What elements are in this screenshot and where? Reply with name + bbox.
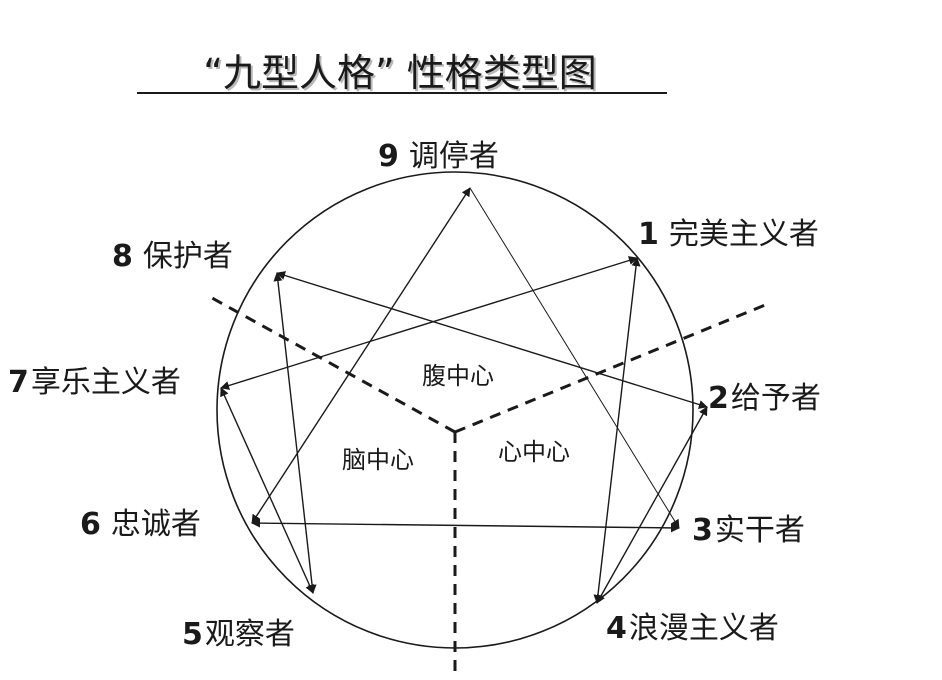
node-5-name: 观察者 — [205, 617, 295, 652]
node-label-2: 2给予者 — [708, 381, 821, 416]
connection-lines — [220, 187, 708, 604]
node-label-4: 4浪漫主义者 — [606, 611, 779, 646]
node-4-number: 4 — [606, 611, 627, 646]
node-label-6: 6 忠诚者 — [80, 507, 201, 542]
node-8-name: 保护者 — [143, 239, 233, 274]
node-2-name: 给予者 — [731, 381, 821, 416]
head-center-label: 脑中心 — [342, 446, 414, 474]
node-8-number: 8 — [112, 239, 133, 274]
title-shadow: “九型人格” 性格类型图 — [205, 53, 598, 97]
divider-head-gut — [211, 296, 456, 434]
node-6-number: 6 — [80, 507, 101, 542]
node-6-name: 忠诚者 — [111, 507, 201, 542]
node-label-5: 5观察者 — [182, 617, 295, 652]
node-9-number: 9 — [378, 139, 399, 174]
node-label-8: 8 保护者 — [112, 239, 233, 274]
svg-text:2给予者: 2给予者 — [708, 381, 821, 416]
svg-text:3实干者: 3实干者 — [692, 513, 805, 548]
node-2-number: 2 — [708, 381, 729, 416]
node-5-number: 5 — [182, 617, 203, 652]
gut-center-label: 腹中心 — [422, 362, 494, 390]
enneagram-circle — [216, 171, 694, 649]
title-text: “九型人格” 性格类型图 — [203, 51, 596, 95]
node-label-7: 7享乐主义者 — [8, 365, 181, 400]
node-label-9: 9 调停者 — [378, 139, 499, 174]
connection-8-5 — [273, 272, 317, 594]
node-1-number: 1 — [638, 217, 659, 252]
node-3-name: 实干者 — [715, 513, 805, 548]
connection-5-7 — [220, 387, 314, 594]
node-1-name: 完美主义者 — [669, 217, 819, 252]
node-label-1: 1 完美主义者 — [638, 217, 819, 252]
node-4-name: 浪漫主义者 — [629, 611, 779, 646]
page-title: “九型人格” 性格类型图 “九型人格” 性格类型图 — [137, 51, 667, 97]
svg-text:7享乐主义者: 7享乐主义者 — [8, 365, 181, 400]
node-label-3: 3实干者 — [692, 513, 805, 548]
svg-text:4浪漫主义者: 4浪漫主义者 — [606, 611, 779, 646]
heart-center-label: 心中心 — [498, 438, 570, 466]
connection-9-6 — [251, 187, 471, 524]
connection-6-3 — [251, 518, 680, 533]
connection-9-3 — [469, 187, 680, 529]
connection-4-2 — [596, 406, 708, 604]
connection-1-4 — [593, 257, 641, 604]
svg-text:5观察者: 5观察者 — [182, 617, 295, 652]
node-7-number: 7 — [8, 365, 29, 400]
node-9-name: 调停者 — [409, 139, 499, 174]
node-3-number: 3 — [692, 513, 713, 548]
node-7-name: 享乐主义者 — [31, 365, 181, 400]
